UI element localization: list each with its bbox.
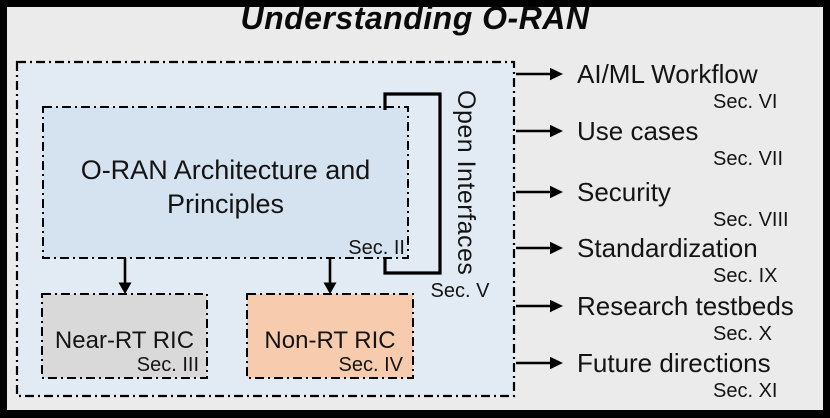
- non-rt-box-rect: [246, 293, 414, 379]
- non-rt-box-sec: Sec. IV: [338, 354, 403, 376]
- topic-sec: Sec. VI: [713, 91, 778, 113]
- topic-research-testbeds: Research testbeds Sec. X: [577, 290, 807, 346]
- open-interfaces-label: Open Interfaces: [452, 90, 480, 276]
- arrow-to-future-directions: [516, 356, 563, 370]
- topic-label: Research testbeds: [577, 291, 794, 321]
- architecture-box-label-line2: Principles: [166, 189, 285, 219]
- near-rt-box-sec: Sec. III: [136, 354, 199, 376]
- arrow-to-use-cases: [516, 124, 563, 138]
- architecture-box-label-line1: O-RAN Architecture and: [80, 155, 371, 185]
- figure-title: Understanding O-RAN: [240, 0, 590, 36]
- outer-frame-bottom: [0, 410, 830, 418]
- topic-security: Security Sec. VIII: [577, 176, 807, 232]
- topic-aiml-workflow: AI/ML Workflow Sec. VI: [577, 58, 807, 114]
- topic-use-cases: Use cases Sec. VII: [577, 115, 807, 171]
- open-interfaces-bracket: [383, 92, 442, 275]
- topic-label: Use cases: [577, 116, 699, 146]
- topic-label: Standardization: [577, 233, 758, 263]
- arrow-to-security: [516, 185, 563, 199]
- topic-sec: Sec. VIII: [713, 209, 789, 231]
- arrow-to-standardization: [516, 241, 563, 255]
- near-rt-box-label: Near-RT RIC: [54, 327, 195, 354]
- topic-label: Security: [577, 177, 671, 207]
- topic-sec: Sec. X: [713, 323, 772, 345]
- arrow-to-non-rt: [323, 258, 337, 294]
- topic-standardization: Standardization Sec. IX: [577, 232, 807, 288]
- near-rt-box-rect: [41, 293, 208, 379]
- topic-future-directions: Future directions Sec. XI: [577, 347, 807, 403]
- topic-sec: Sec. VII: [713, 148, 784, 170]
- topic-label: Future directions: [577, 348, 771, 378]
- arrow-to-aiml-workflow: [516, 67, 563, 81]
- arrow-to-near-rt: [118, 258, 132, 294]
- arrow-to-research-testbeds: [516, 299, 563, 313]
- architecture-box-sec: Sec. II: [348, 237, 405, 259]
- architecture-box-label: O-RAN Architecture and Principles: [43, 153, 408, 221]
- topic-label: AI/ML Workflow: [577, 59, 758, 89]
- non-rt-box-label: Non-RT RIC: [264, 327, 396, 354]
- topic-sec: Sec. XI: [713, 380, 778, 402]
- architecture-box-rect: [42, 106, 409, 259]
- topic-sec: Sec. IX: [713, 265, 778, 287]
- open-interfaces-sec: Sec. V: [430, 280, 490, 302]
